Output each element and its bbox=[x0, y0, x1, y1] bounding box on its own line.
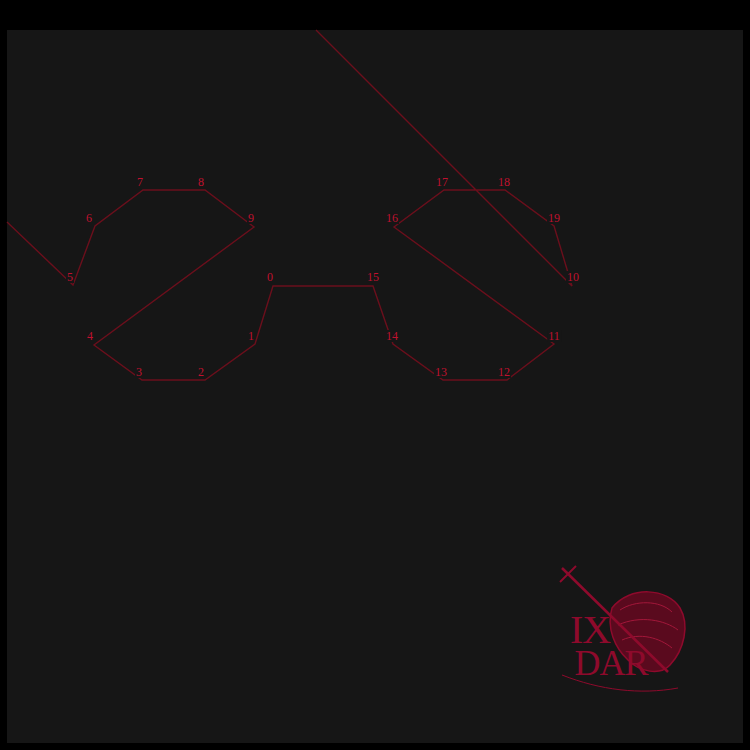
callout-number: 14 bbox=[385, 330, 399, 342]
callout-number: 16 bbox=[385, 212, 399, 224]
callout-number: 0 bbox=[266, 271, 274, 283]
callout-number: 18 bbox=[497, 176, 511, 188]
callout-number: 11 bbox=[547, 330, 561, 342]
callout-number: 7 bbox=[136, 176, 144, 188]
logo-text: IX bbox=[570, 610, 610, 650]
logo-emblem bbox=[560, 566, 685, 691]
callout-number: 2 bbox=[197, 366, 205, 378]
logo-text: DAR bbox=[574, 645, 647, 681]
callout-number: 8 bbox=[197, 176, 205, 188]
callout-number: 6 bbox=[85, 212, 93, 224]
callout-number: 3 bbox=[135, 366, 143, 378]
glasses-outline bbox=[7, 30, 572, 380]
callout-number: 19 bbox=[547, 212, 561, 224]
callout-number: 12 bbox=[497, 366, 511, 378]
callout-number: 17 bbox=[435, 176, 449, 188]
callout-number: 5 bbox=[66, 271, 74, 283]
callout-number: 1 bbox=[247, 330, 255, 342]
callout-number: 15 bbox=[366, 271, 380, 283]
callout-number: 9 bbox=[247, 212, 255, 224]
callout-number: 10 bbox=[566, 271, 580, 283]
callout-number: 13 bbox=[434, 366, 448, 378]
callout-number: 4 bbox=[86, 330, 94, 342]
